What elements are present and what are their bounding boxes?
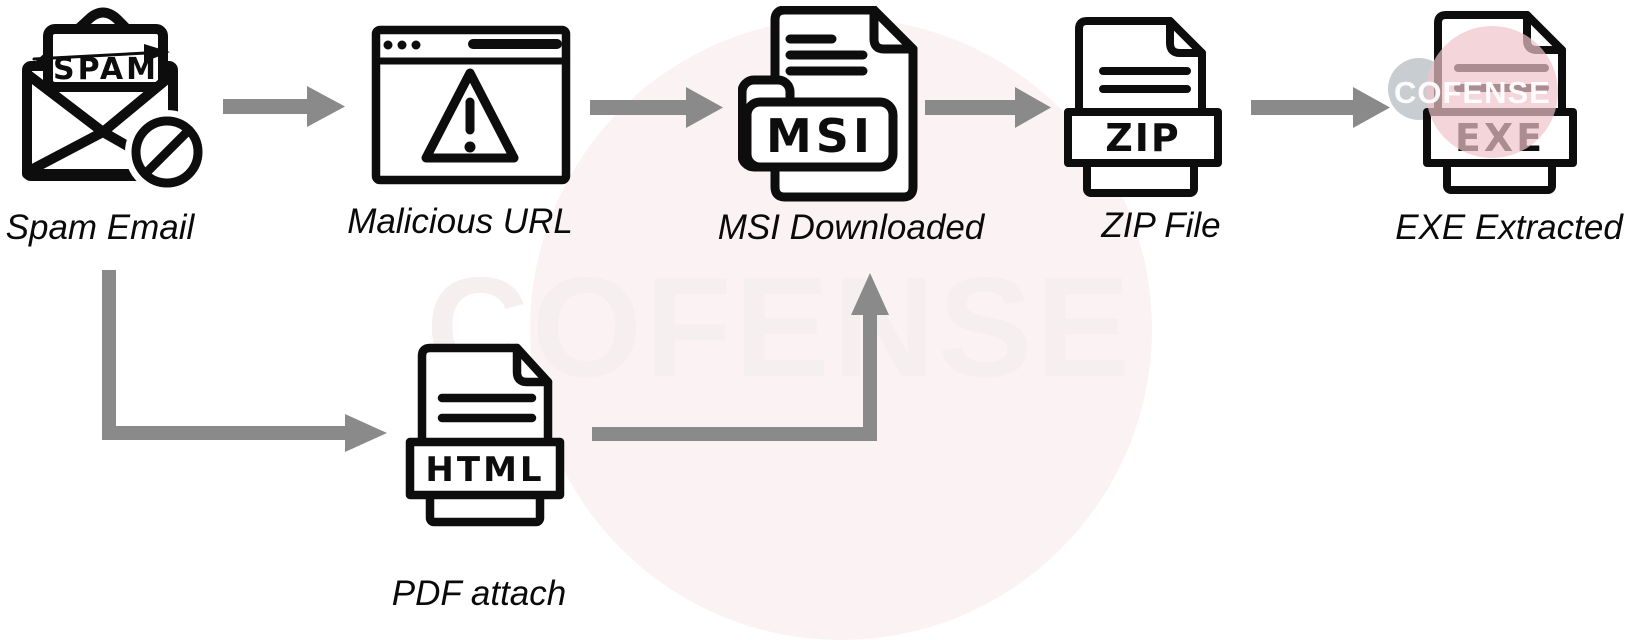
node-label-exe-extracted: EXE Extracted (1395, 208, 1623, 247)
html-file-icon: HTML (405, 343, 565, 527)
spam-email-icon: SPAM (22, 7, 209, 194)
document-text-lines (1099, 67, 1191, 93)
document-fold (869, 6, 918, 54)
send-arrow-line (32, 51, 148, 61)
node-label-msi-downloaded: MSI Downloaded (717, 208, 985, 247)
node-label-zip-file: ZIP File (1101, 206, 1221, 245)
envelope-flap (22, 7, 178, 81)
banner (1064, 108, 1222, 167)
banner (742, 97, 898, 172)
arrow-url-to-msi (590, 87, 723, 128)
browser-warning-icon (371, 25, 571, 185)
document-text-lines (437, 393, 537, 423)
msi-badge-text: MSI (766, 109, 874, 163)
html-badge-text: HTML (425, 450, 544, 490)
send-arrow-head (144, 44, 170, 62)
cofense-logo-wordmark: COFENSE (1394, 75, 1551, 110)
arrow-spam-to-pdf (102, 270, 387, 452)
prohibition-circle (131, 116, 203, 188)
node-label-spam-email: Spam Email (5, 208, 195, 247)
msi-file-icon: MSI (738, 6, 918, 202)
node-label-malicious-url: Malicious URL (347, 202, 573, 241)
browser-dot (411, 40, 421, 50)
warning-triangle (421, 68, 519, 163)
arrow-zip-to-exe (1251, 87, 1390, 128)
prohibition-slash (140, 125, 194, 179)
arrow-pdf-to-msi (592, 273, 889, 441)
exclamation-dot (464, 141, 476, 153)
browser-dot (383, 40, 393, 50)
document-fold (1166, 17, 1206, 57)
cofense-logo-pink-circle (1426, 26, 1558, 158)
arrow-msi-to-zip (925, 87, 1051, 128)
arrow-spam-to-url (223, 86, 345, 127)
node-label-pdf-attach: PDF attach (391, 574, 567, 613)
document-text-lines (785, 34, 868, 76)
document-fold (512, 343, 553, 387)
banner (405, 437, 565, 500)
zip-file-icon: ZIP (1064, 17, 1222, 197)
zip-badge-text: ZIP (1105, 116, 1181, 160)
browser-dot (397, 40, 407, 50)
